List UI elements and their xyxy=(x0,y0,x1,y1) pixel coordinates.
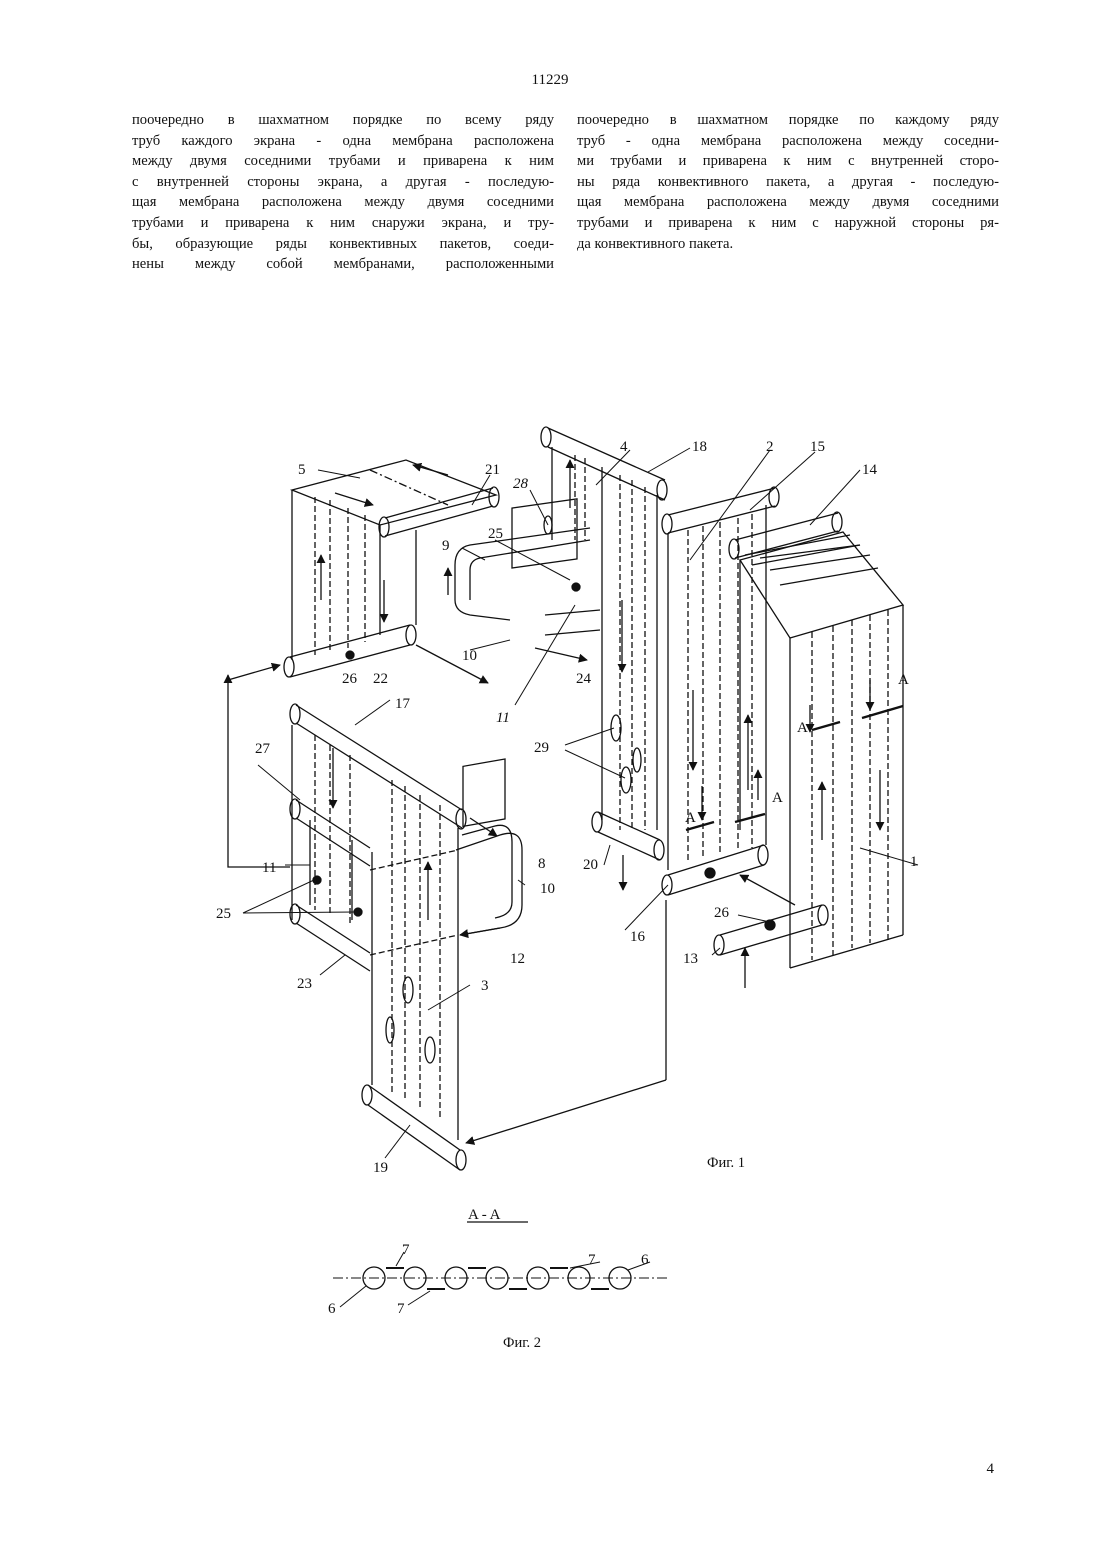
label-20: 20 xyxy=(583,857,598,873)
label-10: 10 xyxy=(462,648,477,664)
label-16: 16 xyxy=(630,929,646,945)
label-a: A xyxy=(685,810,696,826)
label-7: 7 xyxy=(397,1301,405,1317)
label-27: 27 xyxy=(255,741,271,757)
label-28: 28 xyxy=(513,476,529,492)
label-24: 24 xyxy=(576,671,592,687)
convective-pack-1 xyxy=(714,512,903,988)
figure2-caption: Фиг. 2 xyxy=(503,1335,541,1352)
section-title: A - A xyxy=(468,1207,501,1223)
duct-9-10 xyxy=(416,499,600,683)
page-number-bottom: 4 xyxy=(987,1461,995,1478)
label-a: A xyxy=(797,720,808,736)
label-10b: 10 xyxy=(540,881,555,897)
label-26b: 26 xyxy=(714,905,730,921)
label-25b: 25 xyxy=(216,906,231,922)
label-5: 5 xyxy=(298,462,306,478)
label-26: 26 xyxy=(342,671,358,687)
label-19: 19 xyxy=(373,1160,388,1176)
label-1: 1 xyxy=(910,854,918,870)
label-3: 3 xyxy=(481,978,489,994)
label-29: 29 xyxy=(534,740,549,756)
label-9: 9 xyxy=(442,538,450,554)
label-11b: 11 xyxy=(262,860,276,876)
label-13: 13 xyxy=(683,951,698,967)
label-25: 25 xyxy=(488,526,503,542)
screen-4 xyxy=(541,427,667,890)
label-6: 6 xyxy=(641,1252,649,1268)
figure2-section xyxy=(333,1222,668,1307)
label-11: 11 xyxy=(496,710,510,726)
label-12: 12 xyxy=(510,951,525,967)
label-15: 15 xyxy=(810,439,825,455)
screen-5 xyxy=(284,460,499,677)
leader-lines xyxy=(243,448,918,1158)
figure2-labels: A - A 7 7 7 6 6 xyxy=(328,1207,649,1317)
label-23: 23 xyxy=(297,976,312,992)
screen-2 xyxy=(662,487,779,895)
label-17: 17 xyxy=(395,696,411,712)
label-21: 21 xyxy=(485,462,500,478)
label-2: 2 xyxy=(766,439,774,455)
figure1-caption: Фиг. 1 xyxy=(707,1155,745,1172)
label-18: 18 xyxy=(692,439,707,455)
label-7: 7 xyxy=(402,1242,410,1258)
screen-3 xyxy=(290,704,522,1170)
label-14: 14 xyxy=(862,462,878,478)
label-22: 22 xyxy=(373,671,388,687)
label-6: 6 xyxy=(328,1301,336,1317)
label-4: 4 xyxy=(620,439,628,455)
label-8: 8 xyxy=(538,856,546,872)
label-a: A xyxy=(898,672,909,688)
label-a: A xyxy=(772,790,783,806)
label-7: 7 xyxy=(588,1252,596,1268)
